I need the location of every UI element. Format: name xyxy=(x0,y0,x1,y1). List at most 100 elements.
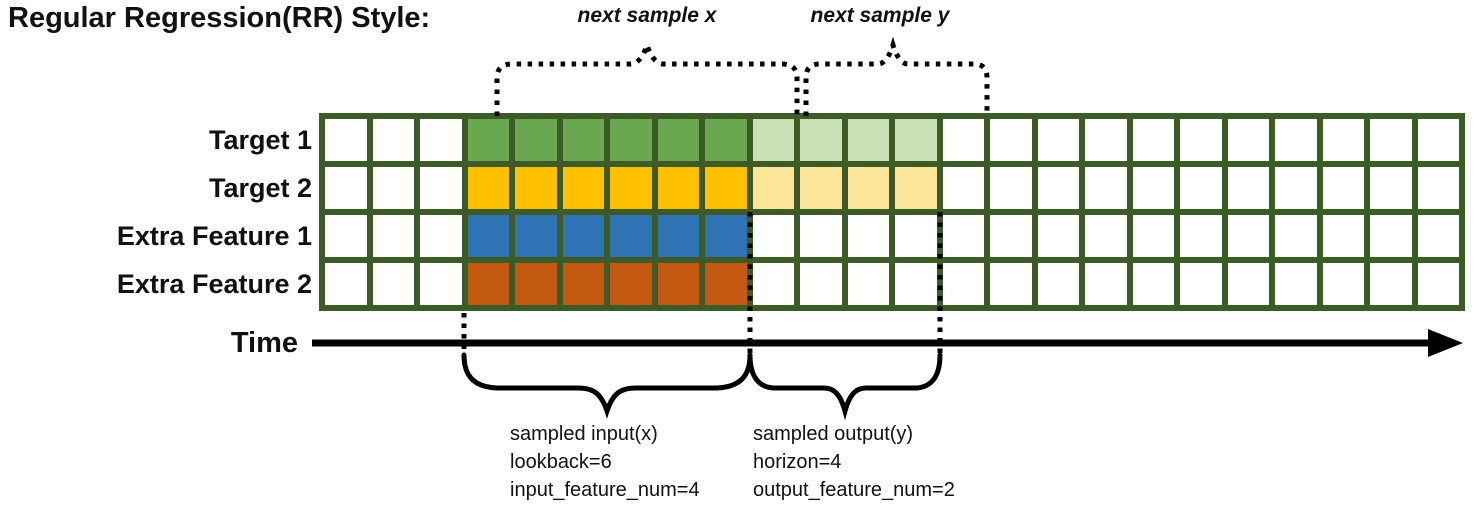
grid-cell xyxy=(1180,215,1222,257)
diagram-title: Regular Regression(RR) Style: xyxy=(8,2,431,34)
grid-cell xyxy=(562,167,604,209)
row-label: Extra Feature 2 xyxy=(116,268,312,299)
grid-cell xyxy=(1132,263,1174,305)
sampled-input-title: sampled input(x) xyxy=(510,423,658,445)
row-labels: Target 1 Target 2 Extra Feature 1 Extra Fea… xyxy=(0,113,312,311)
grid-cell xyxy=(990,119,1032,161)
grid-cell xyxy=(657,215,699,257)
grid-cell xyxy=(752,167,794,209)
sampled-output-annotation: sampled output(y) horizon=4 output_featu… xyxy=(753,420,955,504)
grid-cell xyxy=(1180,263,1222,305)
grid-cell xyxy=(372,215,414,257)
grid-cell xyxy=(1370,215,1412,257)
grid-cell xyxy=(467,119,509,161)
grid-cell xyxy=(372,119,414,161)
sample-grid xyxy=(319,113,1465,311)
grid-cell xyxy=(752,215,794,257)
grid-cell xyxy=(847,167,889,209)
grid-cell xyxy=(1370,119,1412,161)
grid-cell xyxy=(325,167,367,209)
output-feature-num: output_feature_num=2 xyxy=(753,479,955,501)
sampled-input-brace xyxy=(461,352,753,419)
grid-cell xyxy=(705,167,747,209)
horizon-value: horizon=4 xyxy=(753,451,842,473)
grid-cell xyxy=(705,263,747,305)
grid-cell xyxy=(705,119,747,161)
grid-cell xyxy=(562,119,604,161)
lookback-value: lookback=6 xyxy=(510,451,612,473)
grid-cell xyxy=(847,263,889,305)
grid-cell xyxy=(895,263,937,305)
grid-cell xyxy=(800,119,842,161)
grid-cell xyxy=(800,263,842,305)
grid-cell xyxy=(610,263,652,305)
grid-cell xyxy=(752,119,794,161)
grid-cell xyxy=(847,119,889,161)
grid-cell xyxy=(1085,167,1127,209)
grid-cell xyxy=(1037,263,1079,305)
grid-cell xyxy=(515,215,557,257)
grid-cell xyxy=(942,167,984,209)
grid-cell xyxy=(1322,167,1364,209)
grid-cell xyxy=(1370,263,1412,305)
grid-cell xyxy=(990,215,1032,257)
grid-cell xyxy=(942,215,984,257)
sampled-output-title: sampled output(y) xyxy=(753,423,914,445)
grid-cell xyxy=(1132,167,1174,209)
grid-cell xyxy=(895,119,937,161)
grid-cell xyxy=(372,167,414,209)
grid-cell xyxy=(1370,167,1412,209)
grid-cell xyxy=(1417,167,1459,209)
grid-cell xyxy=(325,215,367,257)
grid-cell xyxy=(515,119,557,161)
grid-cell xyxy=(942,119,984,161)
sampled-output-brace xyxy=(747,352,943,421)
grid-cell xyxy=(467,215,509,257)
time-axis-label: Time xyxy=(230,327,298,359)
grid-cell xyxy=(562,215,604,257)
grid-cell xyxy=(1417,119,1459,161)
grid-cell xyxy=(610,167,652,209)
grid-cell xyxy=(657,263,699,305)
grid-cell xyxy=(610,215,652,257)
grid-cell xyxy=(515,263,557,305)
row-label: Target 2 xyxy=(208,172,312,203)
next-sample-x-label: next sample x xyxy=(577,4,717,27)
grid-cell xyxy=(1037,215,1079,257)
grid-cell xyxy=(1132,215,1174,257)
grid-cell xyxy=(420,167,462,209)
grid-cell xyxy=(372,263,414,305)
grid-cell xyxy=(1227,263,1269,305)
grid-cell xyxy=(1417,263,1459,305)
grid-cell xyxy=(895,167,937,209)
grid-cell xyxy=(1132,119,1174,161)
grid-cell xyxy=(1227,215,1269,257)
grid-cell xyxy=(467,167,509,209)
grid-cell xyxy=(847,215,889,257)
grid-cell xyxy=(942,263,984,305)
row-label: Target 1 xyxy=(208,124,312,155)
row-label: Extra Feature 1 xyxy=(116,220,312,251)
grid-cell xyxy=(1322,215,1364,257)
grid-cell xyxy=(1322,119,1364,161)
grid-cell xyxy=(325,119,367,161)
grid-cell xyxy=(752,263,794,305)
grid-cell xyxy=(657,119,699,161)
grid-cell xyxy=(657,167,699,209)
grid-cell xyxy=(420,263,462,305)
grid-cell xyxy=(990,167,1032,209)
grid-cell xyxy=(1180,119,1222,161)
grid-cell xyxy=(1085,215,1127,257)
next-sample-y-brace xyxy=(803,36,990,116)
grid-cell xyxy=(420,215,462,257)
grid-cell xyxy=(1275,119,1317,161)
grid-cell xyxy=(1180,167,1222,209)
grid-cell xyxy=(1037,167,1079,209)
grid-cell xyxy=(610,119,652,161)
next-sample-x-brace xyxy=(494,36,800,116)
grid-cell xyxy=(1085,119,1127,161)
grid-cell xyxy=(1085,263,1127,305)
grid-cell xyxy=(800,167,842,209)
grid-cell xyxy=(467,263,509,305)
grid-cell xyxy=(800,215,842,257)
